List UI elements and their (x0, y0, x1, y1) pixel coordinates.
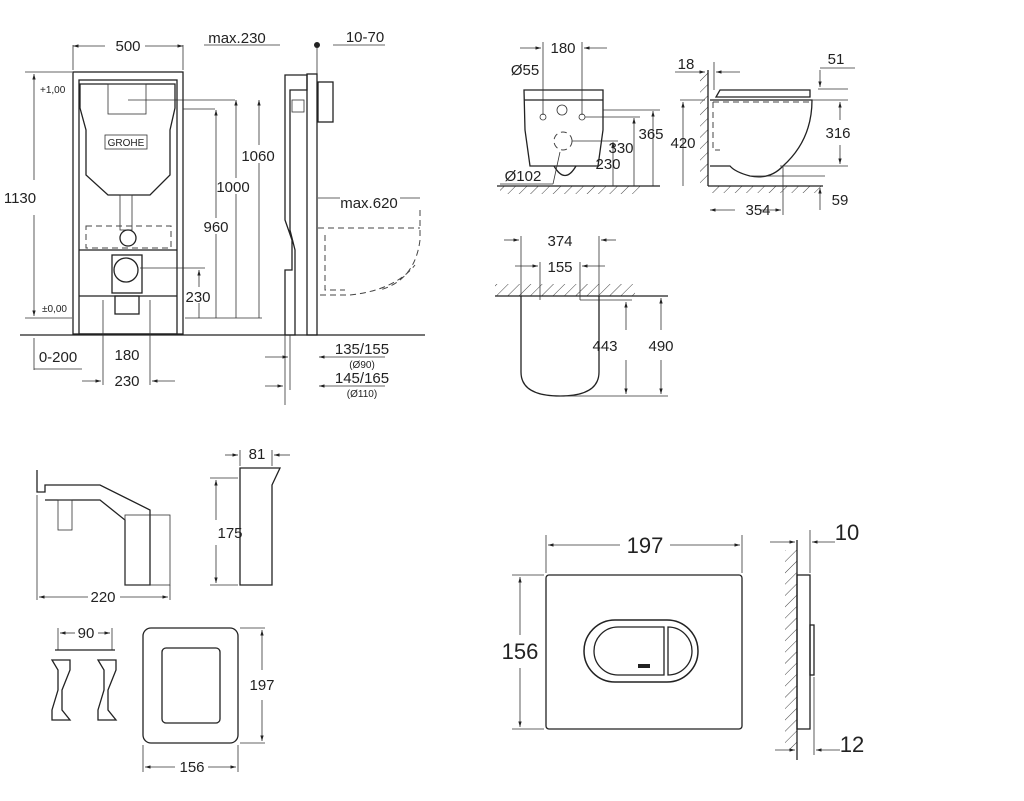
dim-1060: 1060 (241, 148, 274, 165)
dim-156-frame: 156 (179, 759, 204, 776)
accessories: 220 81 175 90 197 156 (36, 446, 290, 776)
grohe-logo-text: GROHE (108, 138, 145, 149)
flush-button-outline (583, 619, 699, 683)
dim-197-plate: 197 (627, 533, 664, 558)
dim-230-height: 230 (185, 289, 210, 306)
dim-max-230: max.230 (208, 30, 266, 47)
flush-button-large (593, 626, 665, 676)
dim-500: 500 (115, 38, 140, 55)
dim-156-plate: 156 (502, 639, 539, 664)
dim-220: 220 (90, 589, 115, 606)
dim-81: 81 (249, 446, 266, 463)
dim-197-frame: 197 (249, 677, 274, 694)
dim-354: 354 (745, 202, 770, 219)
dim-dia-90: (Ø90) (349, 360, 375, 371)
dim-10: 10 (835, 520, 859, 545)
dim-330: 330 (608, 140, 633, 157)
dim-dia-110: (Ø110) (347, 389, 377, 400)
dim-374: 374 (547, 233, 572, 250)
level-zero-label: ±0,00 (42, 304, 67, 315)
bowl-back-view: 180 Ø55 365 330 230 Ø102 (497, 40, 664, 194)
dim-420: 420 (670, 135, 695, 152)
flush-plate (545, 574, 743, 730)
dim-135-155: 135/155 (335, 341, 389, 358)
flush-plate-view: 197 156 10 12 (502, 520, 864, 760)
dim-180-bowl: 180 (550, 40, 575, 57)
dim-230-bowl: 230 (595, 156, 620, 173)
dim-51: 51 (828, 51, 845, 68)
dim-dia-55: Ø55 (511, 62, 539, 79)
dim-max-620: max.620 (340, 195, 398, 212)
frame-side-view: max.230 10-70 max.620 135/155 (Ø90) 145/… (204, 29, 421, 405)
dim-0-200: 0-200 (39, 349, 77, 366)
dim-145-165: 145/165 (335, 370, 389, 387)
dim-180-spacing: 180 (114, 347, 139, 364)
bowl-side-view: 18 51 420 316 59 354 (670, 51, 855, 219)
dim-1000: 1000 (216, 179, 249, 196)
dim-960: 960 (203, 219, 228, 236)
grohe-logo (104, 134, 148, 150)
flush-button-small (667, 626, 693, 676)
dim-316: 316 (825, 125, 850, 142)
level-top-label: +1,00 (40, 85, 66, 96)
dim-155: 155 (547, 259, 572, 276)
dim-230-spacing: 230 (114, 373, 139, 390)
bowl-top-view: 374 155 443 490 (495, 233, 674, 397)
dim-59: 59 (832, 192, 849, 209)
frame-front-view: GROHE 500 1130 +1,00 ±0,00 1060 1000 960… (4, 38, 425, 390)
dim-dia-102: Ø102 (505, 168, 542, 185)
dim-443: 443 (592, 338, 617, 355)
dim-365: 365 (638, 126, 663, 143)
dim-12: 12 (840, 732, 864, 757)
dim-90: 90 (78, 625, 95, 642)
dim-490: 490 (648, 338, 673, 355)
dim-10-70: 10-70 (346, 29, 384, 46)
dim-18: 18 (678, 56, 695, 73)
dim-1130: 1130 (4, 190, 36, 207)
dim-175: 175 (217, 525, 242, 542)
